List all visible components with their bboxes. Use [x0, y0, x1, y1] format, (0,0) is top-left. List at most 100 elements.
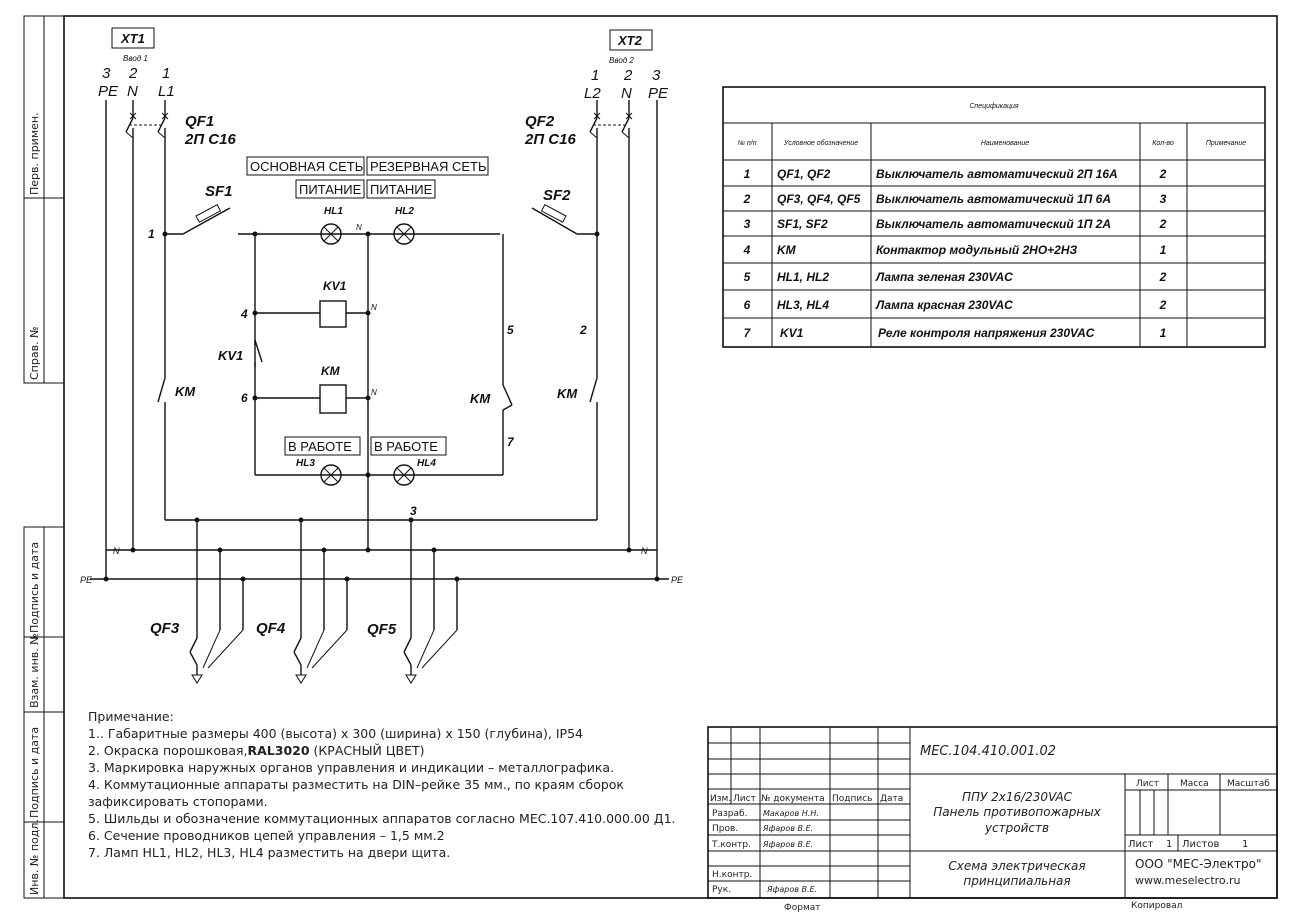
kv1-contact-label: KV1 — [218, 348, 243, 363]
wire-7: 7 — [507, 435, 515, 449]
km-left-label: KM — [175, 384, 196, 399]
bus-n-left: N — [113, 546, 120, 556]
km-mid-label: KM — [470, 391, 491, 406]
xt1-pin1-num: 1 — [162, 65, 170, 82]
tb-role-razrab: Разраб. — [712, 809, 747, 819]
spec-r2-n: 2 — [743, 192, 751, 206]
tb-col-izm: Изм. — [710, 794, 731, 804]
label-working-1: В РАБОТЕ — [288, 439, 352, 454]
hl3-label: HL3 — [296, 458, 315, 469]
xt1-sub: Ввод 1 — [123, 54, 148, 63]
tb-listov-label: Листов — [1182, 839, 1219, 850]
side-vzam-inv: Взам. инв. № — [28, 633, 41, 708]
spec-r6-des: HL3, HL4 — [777, 298, 829, 312]
lamp-hl3 — [320, 464, 342, 486]
kv1-coil-label: KV1 — [323, 279, 347, 293]
spec-r7-name: Реле контроля напряжения 230VAC — [878, 326, 1095, 340]
note-4-cont: зафиксировать стопорами. — [88, 794, 268, 809]
tb-listov-value: 1 — [1242, 839, 1248, 850]
note-4: 4. Коммутационные аппараты разместить на… — [88, 777, 624, 792]
tb-name-ruk: Яфаров В.Е. — [766, 885, 817, 894]
tb-role-ruk: Рук. — [712, 885, 731, 895]
spec-r5-qty: 2 — [1159, 270, 1167, 284]
tb-name-razrab: Макаров Н.Н. — [763, 809, 819, 818]
qf1-rating: 2П С16 — [184, 131, 236, 148]
tb-hdr-massa: Масса — [1180, 779, 1209, 789]
xt1-pin3-num: 3 — [102, 65, 111, 82]
tb-col-podpis: Подпись — [832, 794, 872, 804]
hl4-label: HL4 — [417, 458, 436, 469]
title-block: МЕС.104.410.001.02 ППУ 2х16/230VAC Панел… — [707, 726, 1278, 913]
tb-format: Формат — [784, 903, 821, 913]
spec-r3-des: SF1, SF2 — [777, 217, 828, 231]
note-2: 2. Окраска порошковая,RAL3020 (КРАСНЫЙ Ц… — [88, 742, 708, 759]
km-right-label: KM — [557, 386, 578, 401]
note-6: 6. Сечение проводников цепей управления … — [88, 828, 445, 843]
spec-hdr-qty: Кол-во — [1152, 140, 1174, 147]
label-reserve-power: ПИТАНИЕ — [370, 182, 433, 197]
tb-role-nkontr: Н.контр. — [712, 870, 752, 880]
label-reserve-net: РЕЗЕРВНАЯ СЕТЬ — [370, 159, 487, 174]
tb-hdr-masshtab: Масштаб — [1227, 779, 1270, 789]
tb-doc-code: МЕС.104.410.001.02 — [920, 744, 1056, 759]
terminal-xt2: XT2 Ввод 2 1 L2 2 N 3 PE — [584, 29, 669, 102]
bus-labels: N PE N PE — [80, 546, 684, 585]
note-2-text: 2. Окраска порошковая, — [88, 743, 248, 758]
xt2-pin2-num: 2 — [623, 67, 633, 84]
label-main-net: ОСНОВНАЯ СЕТЬ — [250, 159, 363, 174]
label-working-2: В РАБОТЕ — [374, 439, 438, 454]
xt2-pin1-sig: L2 — [584, 85, 601, 102]
spec-r5-name: Лампа зеленая 230VAC — [875, 270, 1013, 284]
spec-r2-qty: 3 — [1160, 192, 1167, 206]
tb-name-prov: Яфаров В.Е. — [762, 824, 813, 833]
tb-kopiroval: Копировал — [1131, 901, 1182, 911]
wire-5: 5 — [507, 323, 514, 337]
n-mark-top: N — [356, 223, 362, 232]
spec-r3-name: Выключатель автоматический 1П 2А — [876, 217, 1111, 231]
bus-pe-right: PE — [671, 575, 684, 585]
spec-r6-n: 6 — [744, 298, 751, 312]
sheet-frame — [63, 15, 1278, 899]
wire-1: 1 — [148, 227, 155, 241]
spec-r7-qty: 1 — [1160, 326, 1167, 340]
note-3: 3. Маркировка наружных органов управлени… — [88, 760, 615, 775]
side-podpis-data-1: Подпись и дата — [28, 542, 41, 633]
km-coil-label: KM — [321, 364, 341, 378]
hl1-label: HL1 — [324, 206, 343, 217]
xt1-pin2-num: 2 — [128, 65, 138, 82]
spec-r7-n: 7 — [744, 326, 752, 340]
tb-doc-type-2: принципиальная — [963, 874, 1070, 888]
spec-r5-n: 5 — [744, 270, 751, 284]
notes-title: Примечание: — [88, 709, 174, 724]
specification-table: Спецификация № п/п Условное обозначение … — [722, 86, 1266, 348]
component-labels: QF1 2П С16 QF2 2П С16 SF1 SF2 HL1 HL2 N … — [150, 113, 578, 638]
tb-doc-type-1: Схема электрическая — [948, 859, 1085, 873]
notes: Примечание: 1.. Габаритные размеры 400 (… — [88, 708, 708, 861]
tb-role-prov: Пров. — [712, 824, 738, 834]
qf2-label: QF2 — [525, 113, 555, 130]
xt2-pin1-num: 1 — [591, 67, 599, 84]
lamp-hl2 — [393, 223, 415, 245]
tb-product-1: ППУ 2х16/230VAC — [962, 790, 1073, 804]
lamp-hl1 — [320, 223, 342, 245]
spec-r5-des: HL1, HL2 — [777, 270, 829, 284]
qf3-label: QF3 — [150, 620, 180, 637]
xt2-pin2-sig: N — [621, 85, 632, 102]
tb-company: ООО "МЕС-Электро" — [1135, 857, 1261, 871]
qf5-label: QF5 — [367, 621, 397, 638]
xt1-pin1-sig: L1 — [158, 83, 175, 100]
label-main-power: ПИТАНИЕ — [299, 182, 362, 197]
side-perv-primen: Перв. примен. — [28, 112, 41, 195]
wire-6: 6 — [241, 391, 248, 405]
spec-r1-qty: 2 — [1159, 167, 1167, 181]
n-mark-kv1: N — [371, 303, 377, 312]
spec-r1-name: Выключатель автоматический 2П 16А — [876, 167, 1118, 181]
junction-dots — [103, 231, 660, 582]
spec-r2-des: QF3, QF4, QF5 — [777, 192, 861, 206]
spec-r1-des: QF1, QF2 — [777, 167, 831, 181]
tb-website: www.meselectro.ru — [1135, 874, 1240, 887]
hl2-label: HL2 — [395, 206, 414, 217]
spec-hdr-n: № п/п — [737, 140, 756, 147]
note-7: 7. Ламп HL1, HL2, HL3, HL4 разместить на… — [88, 845, 451, 860]
